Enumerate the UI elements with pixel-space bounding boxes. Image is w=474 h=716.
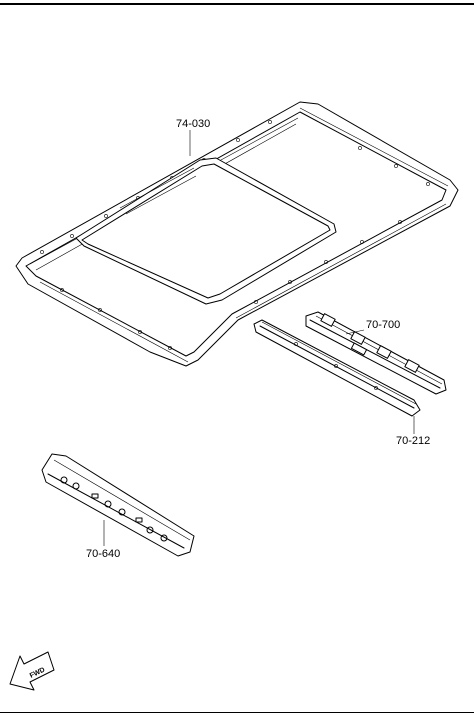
reinforcement-holes <box>60 476 168 542</box>
roof-header-reinforcement-drawing <box>41 453 195 557</box>
label-roof-rail-inner: 70-700 <box>366 319 400 331</box>
top-border-line <box>0 3 474 5</box>
fwd-arrow-icon: FWD <box>9 651 55 691</box>
label-roof-rail-outer: 70-212 <box>396 435 430 447</box>
roof-rail-outer-drawing <box>253 319 421 434</box>
roof-rail-inner-drawing <box>305 311 447 395</box>
label-roof-header-reinforcement: 70-640 <box>86 548 120 560</box>
roof-panel-drawing <box>15 101 459 367</box>
bottom-border-line <box>0 712 474 713</box>
label-roof-panel: 74-030 <box>176 118 210 130</box>
